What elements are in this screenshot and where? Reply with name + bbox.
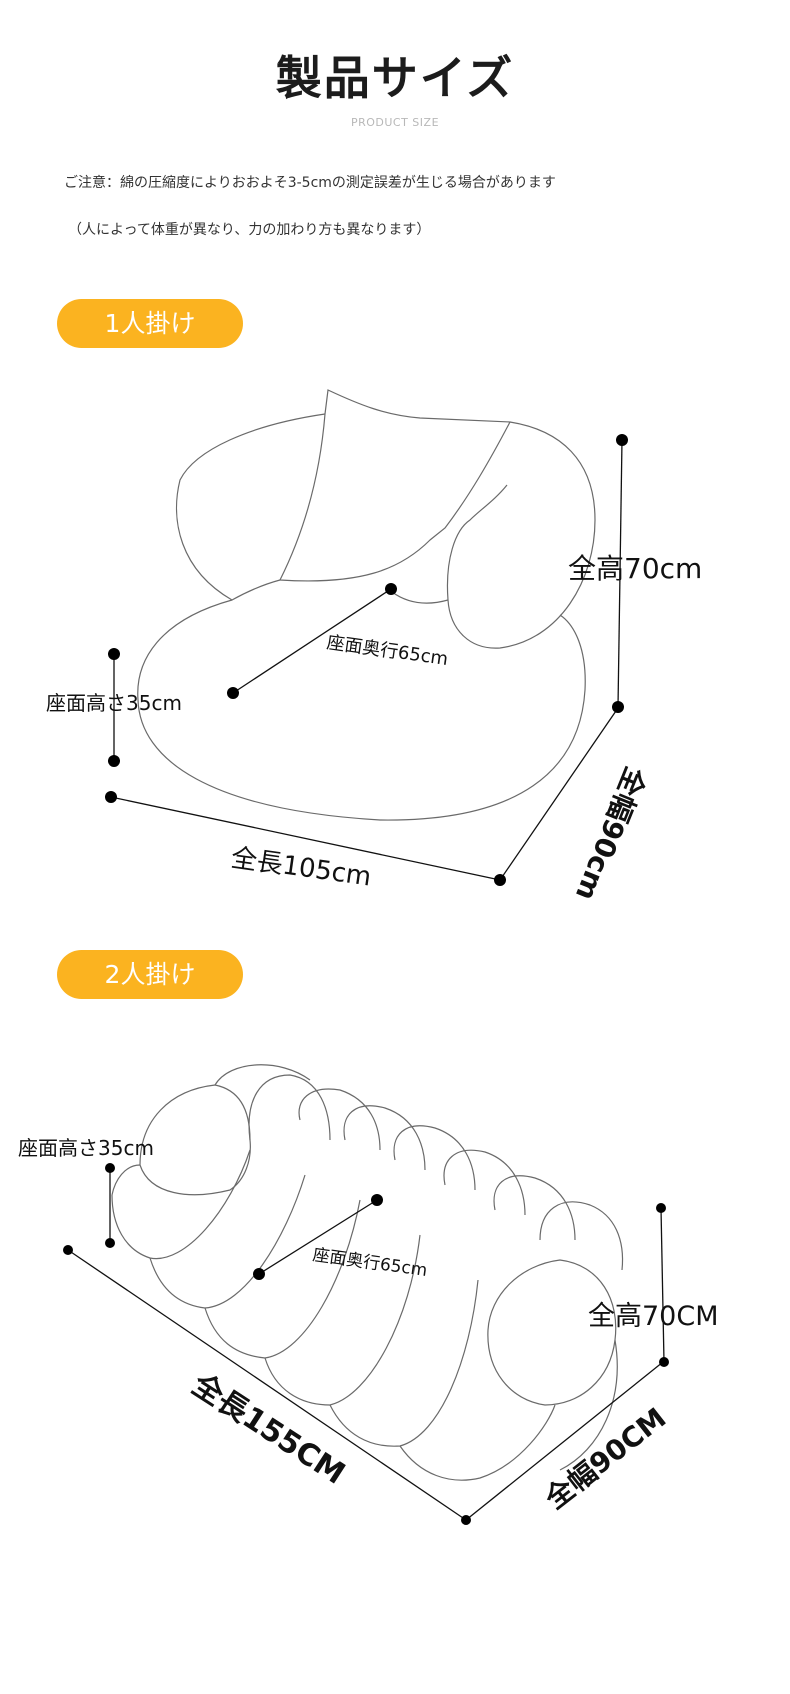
endpoint-dot — [108, 648, 120, 660]
endpoint-dot — [63, 1245, 73, 1255]
double-dimension-lines — [67, 1168, 665, 1521]
single-dimension-endpoints — [105, 434, 628, 886]
page-subtitle: PRODUCT SIZE — [350, 116, 440, 129]
endpoint-dot — [612, 701, 624, 713]
section-pill-double: 2人掛け — [57, 950, 243, 999]
double-dimension-endpoints — [63, 1163, 669, 1525]
endpoint-dot — [108, 755, 120, 767]
single-sofa-outline — [137, 389, 596, 821]
endpoint-dot — [616, 434, 628, 446]
label-seat-depth-2: 座面奥行65cm — [311, 1245, 428, 1281]
label-total-height: 全高70cm — [568, 552, 702, 585]
endpoint-dot — [385, 583, 397, 595]
endpoint-dot — [227, 687, 239, 699]
endpoint-dot — [105, 1238, 115, 1248]
endpoint-dot — [105, 791, 117, 803]
caution-note: ご注意：綿の圧縮度によりおおよそ3-5cmの測定誤差が生じる場合があります — [64, 175, 556, 191]
page-title: 製品サイズ — [275, 51, 515, 105]
label-total-height-2: 全高70CM — [588, 1301, 719, 1332]
endpoint-dot — [494, 874, 506, 886]
endpoint-dot — [659, 1357, 669, 1367]
label-seat-height-2: 座面高さ35cm — [18, 1136, 154, 1160]
section-pill-single: 1人掛け — [57, 299, 243, 348]
label-seat-height: 座面高さ35cm — [46, 691, 182, 715]
label-seat-depth: 座面奥行65cm — [325, 632, 449, 670]
caution-note-detail: （人によって体重が異なり、力の加わり方も異なります） — [68, 222, 431, 238]
endpoint-dot — [253, 1268, 265, 1280]
single-dimension-lines — [110, 439, 623, 881]
double-sofa-diagram: 座面高さ35cm 座面奥行65cm 全高70CM 全長155CM 全幅90CM — [18, 1064, 719, 1525]
endpoint-dot — [105, 1163, 115, 1173]
single-sofa-diagram: 全高70cm 座面奥行65cm 座面高さ35cm 全長105cm 全幅90cm — [46, 389, 702, 900]
endpoint-dot — [461, 1515, 471, 1525]
endpoint-dot — [371, 1194, 383, 1206]
label-total-width-2: 全幅90CM — [538, 1401, 672, 1516]
label-total-width: 全幅90cm — [569, 761, 653, 900]
double-sofa-outline — [111, 1064, 624, 1481]
endpoint-dot — [656, 1203, 666, 1213]
label-total-length: 全長105cm — [229, 843, 373, 892]
